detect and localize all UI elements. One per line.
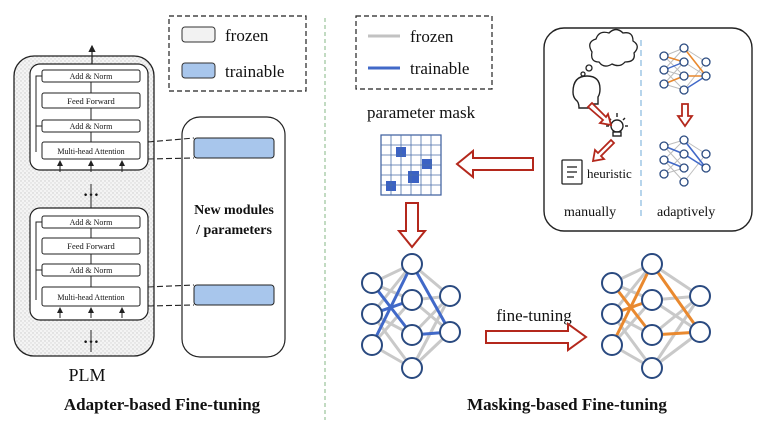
parameter-mask-label: parameter mask	[367, 103, 476, 122]
mask-cell-trainable	[408, 171, 419, 183]
lightbulb-icon	[606, 113, 628, 137]
new-modules-panel: New modules / parameters	[181, 116, 286, 358]
add-norm-label: Add & Norm	[70, 122, 113, 131]
parameter-mask-grid	[380, 134, 442, 196]
new-modules-line2: / parameters	[195, 223, 272, 238]
attention-box	[41, 141, 141, 160]
adapter-module-top	[193, 137, 275, 159]
legend-left-frame	[168, 15, 307, 92]
residual-line	[35, 221, 42, 270]
legend-right: frozen trainable	[355, 15, 493, 90]
dashed-connector	[147, 137, 195, 143]
adapter-title: Adapter-based Fine-tuning	[64, 395, 261, 414]
adapter-module-bottom	[193, 284, 275, 306]
residual-line	[35, 75, 42, 126]
manually-label: manually	[564, 205, 616, 220]
document-icon	[561, 159, 583, 185]
legend-left: frozen trainable	[168, 15, 307, 92]
network-after-finetuning	[601, 253, 711, 379]
legend-right-frozen-label: frozen	[410, 27, 454, 46]
add-norm-label: Add & Norm	[70, 72, 113, 81]
hollow-arrow-shape	[396, 202, 428, 249]
plm-label: PLM	[68, 365, 105, 385]
legend-right-trainable-label: trainable	[410, 59, 469, 78]
masking-title: Masking-based Fine-tuning	[467, 395, 667, 414]
attention-box	[41, 286, 141, 307]
finetuning-arrow	[485, 322, 588, 352]
heuristic-label: heuristic	[587, 166, 632, 181]
dashed-connector	[147, 304, 195, 307]
attention-label: Multi-head Attention	[57, 293, 124, 302]
frozen-swatch	[181, 26, 216, 43]
legend-left-trainable-label: trainable	[225, 62, 284, 81]
head-profile-icon	[572, 75, 601, 109]
dashed-connector	[147, 157, 195, 160]
transformer-block-top: Add & Norm Feed Forward Add & Norm Multi…	[29, 63, 149, 172]
arrow-mask-to-network	[396, 202, 428, 249]
legend-left-frozen-label: frozen	[225, 26, 269, 45]
arrow-adaptive-down	[676, 103, 694, 128]
arrow-head-to-bulb	[586, 101, 613, 127]
mask-strategy-panel: heuristic manually adaptively	[543, 27, 753, 232]
neural-network-icon	[659, 135, 711, 187]
finetuning-label: fine-tuning	[496, 306, 572, 325]
strategy-frame	[543, 27, 753, 232]
hollow-arrow-shape	[455, 148, 534, 180]
transformer-block-bottom: Add & Norm Feed Forward Add & Norm Multi…	[29, 207, 149, 321]
network-before-finetuning	[361, 253, 461, 379]
neural-network-icon	[659, 43, 711, 95]
add-norm-label: Add & Norm	[70, 266, 113, 275]
mask-gridlines	[381, 135, 441, 195]
mask-cell-trainable	[422, 159, 432, 169]
new-modules-line1: New modules	[194, 203, 274, 218]
thought-cloud-icon	[580, 28, 638, 77]
adaptively-label: adaptively	[657, 205, 715, 220]
feed-forward-label: Feed Forward	[67, 241, 115, 251]
arrow-to-mask	[455, 148, 534, 180]
dashed-connector	[147, 284, 195, 288]
feed-forward-label: Feed Forward	[67, 96, 115, 106]
trainable-swatch	[181, 62, 216, 79]
arrow-bulb-to-doc	[591, 138, 616, 163]
add-norm-label: Add & Norm	[70, 218, 113, 227]
legend-right-frame	[355, 15, 493, 90]
attention-label: Multi-head Attention	[57, 147, 124, 156]
